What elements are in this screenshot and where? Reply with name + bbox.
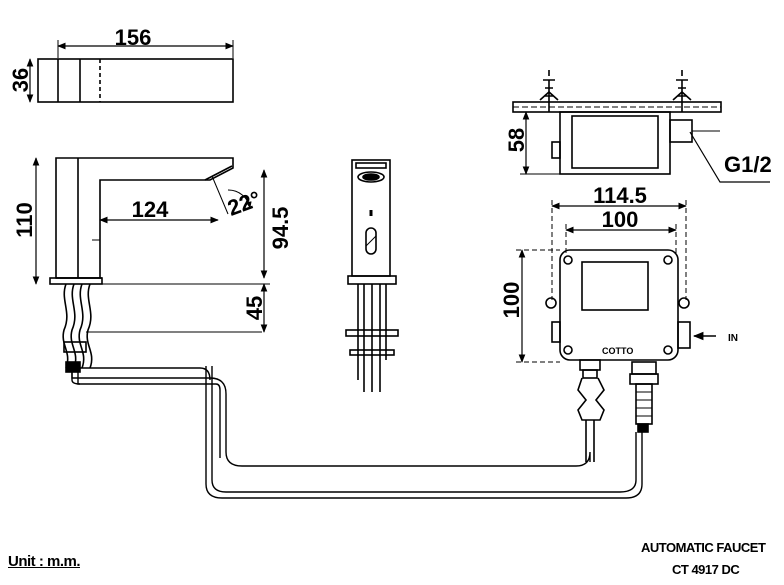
box-front-view <box>516 200 716 462</box>
spout-height-dim: 94.5 <box>268 207 293 250</box>
spout-reach-dim: 124 <box>132 197 169 222</box>
front-view <box>345 159 399 392</box>
product-type-label: AUTOMATIC FAUCET <box>641 540 766 555</box>
inlet-label: IN <box>728 333 738 344</box>
thread-label: G1/2 <box>724 152 772 177</box>
box-inner-width-dim: 100 <box>602 207 639 232</box>
model-label: CT 4917 DC <box>672 562 740 577</box>
side-view <box>32 157 270 373</box>
top-width-dim: 156 <box>115 25 152 50</box>
top-view <box>26 40 234 103</box>
faucet-height-dim: 110 <box>12 202 37 238</box>
shank-length-dim: 45 <box>242 296 267 320</box>
box-side-view <box>512 70 770 183</box>
brand-label: COTTO <box>602 346 633 356</box>
spout-angle-dim: 22° <box>224 186 264 221</box>
connection-cables <box>71 366 643 499</box>
box-depth-dim: 58 <box>504 128 529 152</box>
top-height-dim: 36 <box>8 68 33 92</box>
box-height-dim: 100 <box>499 282 524 319</box>
box-outer-width-dim: 114.5 <box>593 183 647 208</box>
unit-label: Unit : m.m. <box>8 553 81 570</box>
